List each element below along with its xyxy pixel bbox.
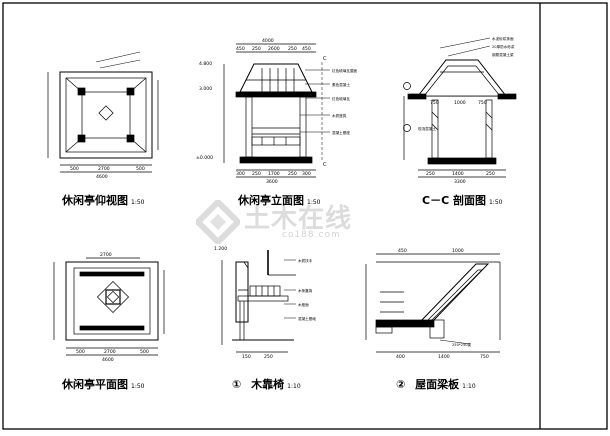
beam-bottom-dim-3: 750: [480, 354, 489, 360]
beam-top-dim-2: 1000: [452, 248, 464, 254]
sec-total-dim: 3300: [454, 179, 466, 185]
svg-text:C: C: [323, 162, 327, 168]
floor-dim-2: 2700: [104, 349, 116, 355]
bench-note-1: 木质扶手: [298, 258, 313, 263]
elev-top-dim-5: 450: [302, 46, 311, 52]
bench-dim-1: 150: [242, 354, 251, 360]
sec-note-2: 20厚防水砂浆: [492, 44, 515, 49]
sec-top-dim-1: 750: [430, 100, 439, 106]
floor-total-dim: 4600: [102, 357, 114, 363]
elev-note-3: 红色琉璃瓦: [332, 96, 350, 101]
floor-dim-1: 500: [76, 349, 85, 355]
annotation-notes: 红色琉璃瓦屋面 素色混凝土 红色琉璃瓦 木质座凳 混凝土基座 水泥砂浆抹面 20…: [298, 36, 515, 347]
level-3000: 3.000: [199, 86, 212, 92]
beam-bottom-dim-1: 400: [396, 354, 405, 360]
bench-note-2: 木条靠背: [298, 288, 313, 293]
elev-top-dim-4: 250: [288, 46, 297, 52]
svg-text:C: C: [323, 56, 327, 62]
section-markers: C C: [323, 56, 327, 168]
watermark-sub: co188.com: [282, 230, 341, 240]
sec-bottom-dim-1: 250: [426, 171, 435, 177]
elev-note-5: 混凝土基座: [332, 130, 350, 135]
sec-bottom-dim-3: 250: [486, 171, 495, 177]
elev-bottom-dim-2: 250: [252, 171, 261, 177]
bench-note-4: 混凝土基础: [298, 316, 316, 321]
elev-note-4: 木质座凳: [332, 113, 347, 118]
elev-top-dim-1: 450: [236, 46, 245, 52]
floor-top-dim: 2700: [100, 252, 112, 258]
sec-note-4: 现浇混凝土: [418, 126, 436, 131]
watermark-text: 土木在线: [244, 204, 353, 234]
bench-drawing: [221, 250, 296, 353]
sec-bottom-dim-2: 1400: [452, 171, 464, 177]
ceil-dim-1: 500: [70, 166, 79, 172]
level-4800: 4.800: [199, 61, 212, 67]
elev-bottom-dim-5: 300: [302, 171, 311, 177]
ceiling-plan-drawing: [47, 51, 159, 173]
watermark-logo-icon: [196, 200, 240, 244]
dimension-labels: 4000 450 250 2600 250 450 300 250 1700 2…: [70, 38, 495, 363]
bench-dim-2: 250: [264, 354, 273, 360]
bench-level: 1.200: [214, 246, 227, 252]
beam-bottom-dim-2: 1400: [438, 354, 450, 360]
watermark: 土木在线 co188.com: [196, 196, 426, 256]
roof-beam-drawing: [365, 253, 501, 353]
floor-dim-3: 500: [140, 349, 149, 355]
level-000: ±0.000: [196, 155, 213, 161]
elev-overall-dim: 4000: [262, 38, 274, 44]
elev-bottom-dim-4: 250: [288, 171, 297, 177]
sec-note-3: 钢筋混凝土梁: [492, 52, 514, 57]
elevation-drawing: [223, 43, 330, 178]
elev-bottom-dim-1: 300: [236, 171, 245, 177]
sec-top-dim-3: 750: [478, 100, 487, 106]
elev-base-dim: 3600: [266, 179, 278, 185]
ceil-dim-3: 500: [136, 166, 145, 172]
elev-note-1: 红色琉璃瓦屋面: [332, 68, 358, 73]
ceil-dim-2: 2700: [98, 166, 110, 172]
floor-plan-drawing: [53, 257, 165, 356]
section-drawing: [403, 37, 517, 178]
elev-bottom-dim-3: 1700: [268, 171, 280, 177]
elev-note-2: 素色混凝土: [332, 82, 350, 87]
sec-top-dim-2: 1000: [454, 100, 466, 106]
beam-top-dim-1: 450: [398, 248, 407, 254]
ceil-total-dim: 4600: [96, 174, 108, 180]
elev-top-dim-3: 2600: [268, 46, 280, 52]
bench-note-3: 木座面: [298, 302, 309, 307]
elev-top-dim-2: 250: [252, 46, 261, 52]
sec-note-1: 水泥砂浆抹面: [492, 36, 514, 41]
beam-note-1: 250*250梁: [452, 342, 472, 347]
sheet-border: [2, 2, 608, 430]
